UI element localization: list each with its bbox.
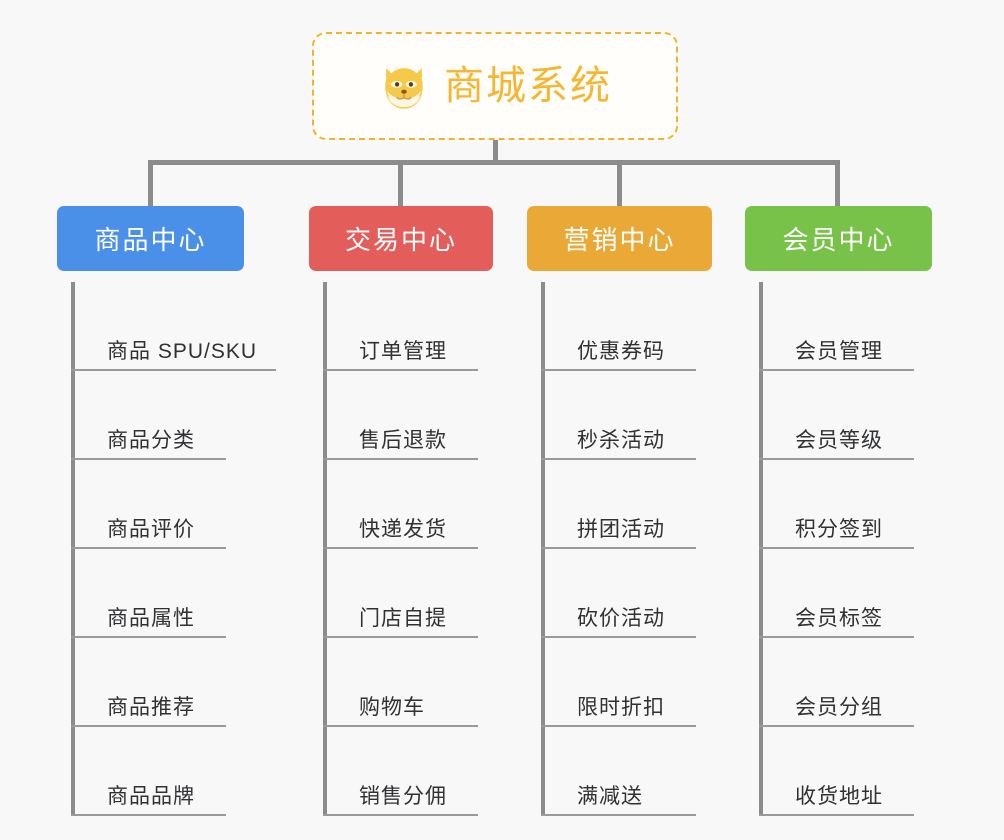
leaf-column-3: 会员管理会员等级积分签到会员标签会员分组收货地址 (759, 282, 914, 816)
connector-drop-1 (398, 160, 403, 208)
leaf-item-underline (323, 725, 478, 727)
category-label: 商品中心 (94, 225, 207, 255)
leaf-item-underline (541, 636, 696, 638)
leaf-item[interactable]: 砍价活动 (541, 549, 696, 638)
leaf-item-label: 会员标签 (795, 606, 883, 630)
connector-drop-0 (148, 160, 153, 208)
root-node[interactable]: 商城系统 (312, 32, 678, 140)
leaf-item-underline (541, 458, 696, 460)
leaf-item-underline (323, 369, 478, 371)
leaf-trunk (323, 282, 327, 816)
leaf-item[interactable]: 商品 SPU/SKU (71, 282, 276, 371)
category-box-0[interactable]: 商品中心 (57, 206, 244, 271)
leaf-item[interactable]: 秒杀活动 (541, 371, 696, 460)
leaf-item-label: 会员管理 (795, 339, 883, 363)
leaf-item-label: 商品推荐 (107, 695, 195, 719)
leaf-item[interactable]: 订单管理 (323, 282, 478, 371)
leaf-item[interactable]: 会员等级 (759, 371, 914, 460)
leaf-trunk (541, 282, 545, 816)
leaf-item[interactable]: 购物车 (323, 638, 478, 727)
leaf-trunk (759, 282, 763, 816)
leaf-item[interactable]: 商品属性 (71, 549, 257, 638)
connector-root-stem (493, 140, 498, 164)
leaf-item[interactable]: 商品推荐 (71, 638, 257, 727)
connector-drop-2 (617, 160, 622, 208)
category-label: 会员中心 (782, 225, 895, 255)
leaf-item-underline (323, 458, 478, 460)
leaf-item-label: 满减送 (577, 784, 643, 808)
leaf-item[interactable]: 满减送 (541, 727, 696, 816)
leaf-item[interactable]: 拼团活动 (541, 460, 696, 549)
leaf-item-underline (71, 458, 226, 460)
leaf-item-label: 购物车 (359, 695, 425, 719)
leaf-item-underline (759, 725, 914, 727)
shiba-dog-face-icon (385, 68, 423, 109)
leaf-trunk (71, 282, 75, 816)
leaf-column-1: 订单管理售后退款快递发货门店自提购物车销售分佣 (323, 282, 478, 816)
leaf-item-label: 商品属性 (107, 606, 195, 630)
leaf-item-underline (71, 547, 226, 549)
leaf-item-label: 会员等级 (795, 428, 883, 452)
leaf-item-underline (71, 814, 226, 816)
leaf-item-label: 优惠券码 (577, 339, 665, 363)
leaf-item-underline (541, 547, 696, 549)
leaf-item-label: 拼团活动 (577, 517, 665, 541)
leaf-item[interactable]: 商品分类 (71, 371, 257, 460)
leaf-item-underline (71, 369, 276, 371)
leaf-item-underline (759, 458, 914, 460)
leaf-item-label: 订单管理 (359, 339, 447, 363)
leaf-item[interactable]: 商品评价 (71, 460, 257, 549)
leaf-item-label: 积分签到 (795, 517, 883, 541)
leaf-item[interactable]: 售后退款 (323, 371, 478, 460)
leaf-item-underline (71, 636, 226, 638)
category-box-1[interactable]: 交易中心 (309, 206, 493, 271)
leaf-item[interactable]: 门店自提 (323, 549, 478, 638)
leaf-item-underline (323, 547, 478, 549)
category-box-2[interactable]: 营销中心 (527, 206, 712, 271)
leaf-item-label: 售后退款 (359, 428, 447, 452)
category-label: 交易中心 (344, 225, 457, 255)
leaf-item[interactable]: 商品品牌 (71, 727, 257, 816)
leaf-item-underline (759, 547, 914, 549)
leaf-item[interactable]: 优惠券码 (541, 282, 696, 371)
leaf-item-label: 秒杀活动 (577, 428, 665, 452)
leaf-item[interactable]: 销售分佣 (323, 727, 478, 816)
leaf-item-underline (759, 369, 914, 371)
leaf-item-underline (323, 814, 478, 816)
leaf-column-0: 商品 SPU/SKU 商品分类商品评价商品属性商品推荐商品品牌 (71, 282, 276, 816)
root-title: 商城系统 (444, 64, 612, 108)
leaf-item-underline (759, 814, 914, 816)
leaf-item-label: 收货地址 (795, 784, 883, 808)
leaf-item-label: 商品分类 (107, 428, 195, 452)
leaf-item-underline (71, 725, 226, 727)
leaf-item-underline (323, 636, 478, 638)
leaf-item-label: 门店自提 (359, 606, 447, 630)
leaf-item[interactable]: 快递发货 (323, 460, 478, 549)
leaf-item[interactable]: 积分签到 (759, 460, 914, 549)
leaf-item-label: 销售分佣 (359, 784, 447, 808)
leaf-item[interactable]: 会员管理 (759, 282, 914, 371)
leaf-item-label: 商品品牌 (107, 784, 195, 808)
connector-drop-3 (835, 160, 840, 208)
leaf-item[interactable]: 会员标签 (759, 549, 914, 638)
leaf-item-underline (541, 814, 696, 816)
leaf-item-underline (759, 636, 914, 638)
leaf-item-label: 限时折扣 (577, 695, 665, 719)
leaf-column-2: 优惠券码秒杀活动拼团活动砍价活动限时折扣满减送 (541, 282, 696, 816)
category-label: 营销中心 (563, 225, 676, 255)
category-box-3[interactable]: 会员中心 (745, 206, 932, 271)
leaf-item-label: 砍价活动 (577, 606, 665, 630)
leaf-item-label: 商品 SPU/SKU (107, 339, 258, 363)
leaf-item[interactable]: 收货地址 (759, 727, 914, 816)
leaf-item[interactable]: 限时折扣 (541, 638, 696, 727)
leaf-item-underline (541, 725, 696, 727)
leaf-item-label: 快递发货 (359, 517, 447, 541)
leaf-item-underline (541, 369, 696, 371)
leaf-item-label: 会员分组 (795, 695, 883, 719)
leaf-item[interactable]: 会员分组 (759, 638, 914, 727)
connector-horizontal-bus (148, 160, 840, 165)
leaf-item-label: 商品评价 (107, 517, 195, 541)
